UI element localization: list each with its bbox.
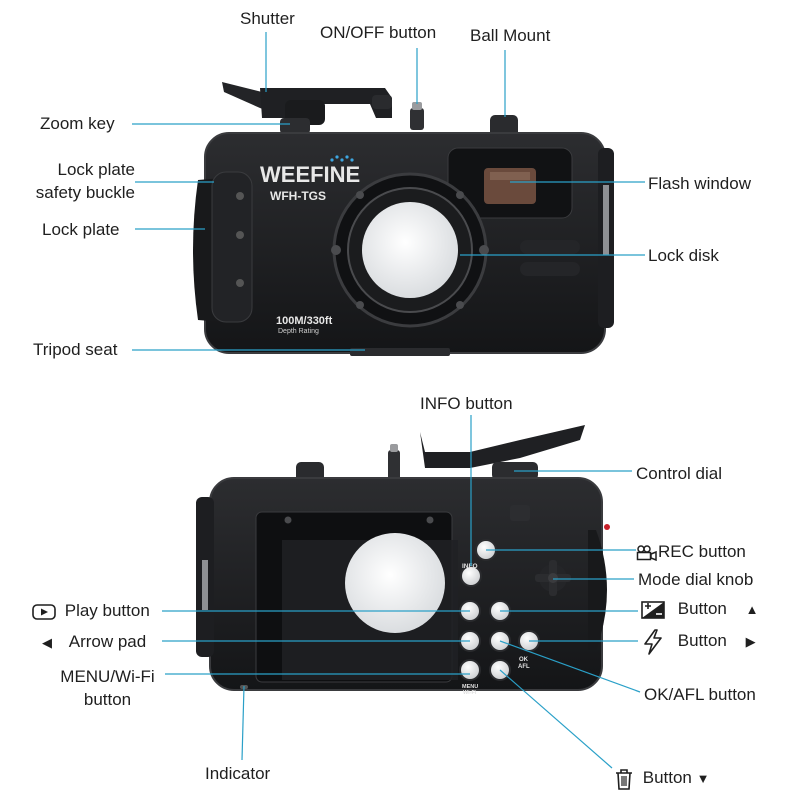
menu-wifi-line1: MENU/Wi-Fi: [60, 667, 155, 686]
play-icon: [32, 603, 56, 620]
flash-icon: [644, 629, 662, 655]
ball-mount: [490, 115, 518, 137]
brand-dots: [330, 155, 354, 162]
exposure-comp-icon: [641, 600, 665, 619]
label-indicator: Indicator: [205, 764, 271, 783]
rec-button-text: REC button: [658, 542, 746, 561]
leader-ok-afl: [499, 640, 641, 693]
btn-text-menu: MENU: [462, 684, 478, 690]
exposure-button-text: Button: [677, 599, 727, 618]
depth-rating: 100M/330ft: [276, 315, 333, 327]
mode-dial-knob: [535, 560, 571, 596]
label-control-dial: Control dial: [636, 464, 722, 483]
label-arrow-pad: ◀ Arrow pad: [42, 631, 146, 654]
label-tripod-seat: Tripod seat: [33, 340, 118, 359]
front-housing: [193, 82, 614, 356]
movie-camera-icon: [636, 544, 657, 561]
label-flash-button: Button ▶: [641, 629, 756, 655]
trash-button-text: Button: [642, 768, 692, 787]
arrow-pad-text: Arrow pad: [68, 632, 147, 651]
label-mode-dial-knob: Mode dial knob: [638, 570, 754, 589]
onoff-knob: [410, 108, 424, 130]
label-ok-afl-button: OK/AFL button: [644, 685, 756, 704]
label-trash-button: Button ▼: [614, 767, 710, 790]
arrow-left-icon: ◀: [42, 635, 52, 650]
label-lock-disk: Lock disk: [648, 246, 719, 265]
menu-wifi-line2: button: [83, 690, 132, 709]
label-onoff-button: ON/OFF button: [320, 23, 437, 42]
triangle-up-icon: ▲: [745, 602, 759, 617]
label-ball-mount: Ball Mount: [470, 26, 551, 45]
label-flash-window: Flash window: [648, 174, 751, 193]
depth-rating-sub: Depth Rating: [278, 328, 319, 335]
btn-text-afl: AFL: [518, 664, 530, 670]
btn-text-wifi: Wi-Fi: [463, 690, 477, 696]
trash-icon: [616, 768, 632, 790]
play-button-text: Play button: [64, 601, 150, 620]
label-lock-plate-safety-line2: safety buckle: [35, 183, 135, 202]
lock-plate-buckle: [211, 171, 253, 323]
btn-text-info: INFO: [462, 563, 478, 570]
label-shutter: Shutter: [240, 9, 295, 28]
lock-disk-glass: [362, 202, 458, 298]
label-exposure-button: Button ▲: [641, 598, 759, 621]
label-play-button: Play button: [32, 600, 150, 622]
label-rec-button: REC button: [636, 541, 746, 563]
leader-lines: [132, 32, 645, 769]
menu-button: [459, 659, 481, 681]
brand-logo: WEEFINE: [260, 162, 360, 187]
back-buttons: [459, 539, 540, 681]
flash-button-text: Button: [677, 631, 727, 651]
label-menu-wifi-button: MENU/Wi-Fi button: [50, 665, 165, 711]
model-name: WFH-TGS: [270, 189, 326, 203]
zoom-key: [280, 118, 310, 134]
label-zoom-key: Zoom key: [40, 114, 115, 133]
leader-indicator: [241, 685, 245, 761]
label-info-button: INFO button: [420, 394, 513, 413]
tripod-seat: [350, 348, 450, 356]
back-housing: [196, 425, 610, 691]
leader-trash: [499, 669, 613, 769]
label-lock-plate: Lock plate: [42, 220, 120, 239]
triangle-right-icon: ▶: [745, 634, 756, 650]
btn-text-ok: OK: [519, 657, 529, 663]
label-lock-plate-safety-line1: Lock plate: [57, 160, 136, 179]
label-lock-plate-safety-buckle: Lock plate safety buckle: [20, 158, 135, 204]
triangle-down-icon: ▼: [696, 771, 710, 786]
